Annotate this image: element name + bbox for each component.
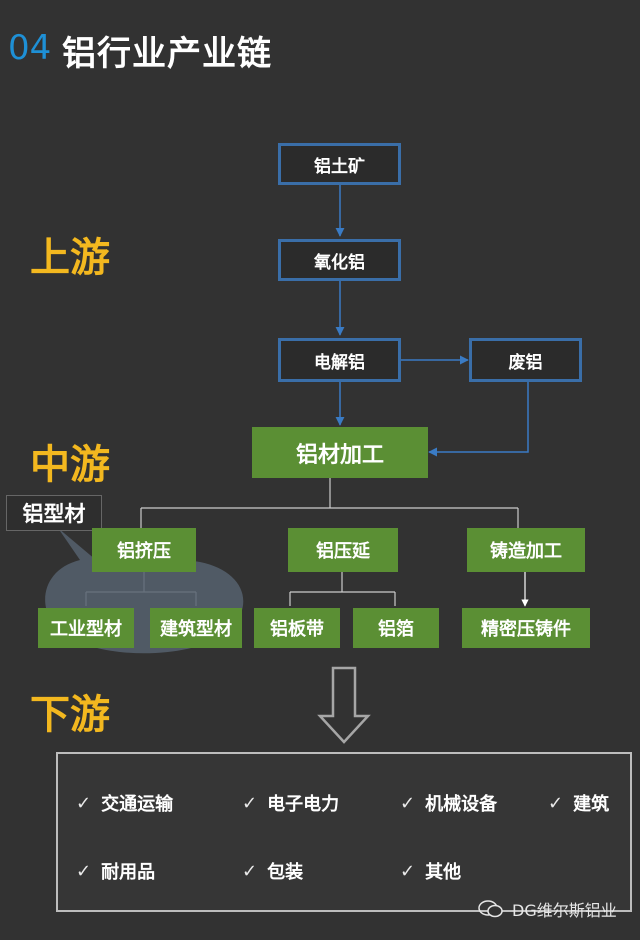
downstream-item: ✓ 建筑 <box>548 790 609 816</box>
node-industrial-profile: 工业型材 <box>38 608 134 648</box>
down-arrow-icon <box>317 666 371 744</box>
downstream-item-label: 交通运输 <box>101 794 174 815</box>
downstream-item-label: 电子电力 <box>267 794 340 815</box>
node-rolling: 铝压延 <box>288 528 398 572</box>
downstream-item: ✓ 电子电力 <box>242 790 339 816</box>
node-casting: 铸造加工 <box>467 528 585 572</box>
node-sheet-strip: 铝板带 <box>254 608 340 648</box>
node-electrolytic-aluminum: 电解铝 <box>278 338 401 382</box>
downstream-item: ✓ 其他 <box>400 858 461 884</box>
check-icon: ✓ <box>548 792 564 814</box>
node-precision-casting: 精密压铸件 <box>462 608 590 648</box>
arrow-scrap-processing <box>428 382 529 457</box>
node-extrusion: 铝挤压 <box>92 528 196 572</box>
node-aluminum-processing: 铝材加工 <box>252 427 428 478</box>
page-title: 铝行业产业链 <box>62 34 272 74</box>
watermark: DG维尔斯铝业 <box>478 897 617 921</box>
downstream-panel <box>56 752 632 912</box>
downstream-item-label: 耐用品 <box>101 862 156 883</box>
stage-downstream-label: 下游 <box>30 692 110 738</box>
node-foil: 铝箔 <box>353 608 439 648</box>
section-number: 04 <box>8 28 52 68</box>
downstream-item: ✓ 机械设备 <box>400 790 497 816</box>
node-alumina: 氧化铝 <box>278 239 401 281</box>
downstream-item-label: 其他 <box>425 862 462 883</box>
check-icon: ✓ <box>400 860 416 882</box>
downstream-item-label: 机械设备 <box>425 794 498 815</box>
node-bauxite: 铝土矿 <box>278 143 401 185</box>
node-scrap-aluminum: 废铝 <box>469 338 582 382</box>
watermark-text: DG维尔斯铝业 <box>512 901 617 920</box>
downstream-item: ✓ 交通运输 <box>76 790 173 816</box>
check-icon: ✓ <box>76 792 92 814</box>
downstream-item-label: 建筑 <box>573 794 610 815</box>
downstream-item: ✓ 包装 <box>242 858 303 884</box>
check-icon: ✓ <box>400 792 416 814</box>
check-icon: ✓ <box>76 860 92 882</box>
downstream-item-label: 包装 <box>267 862 304 883</box>
check-icon: ✓ <box>242 792 258 814</box>
stage-midstream-label: 中游 <box>30 442 110 488</box>
wechat-icon <box>478 900 503 918</box>
check-icon: ✓ <box>242 860 258 882</box>
node-building-profile: 建筑型材 <box>150 608 242 648</box>
stage-upstream-label: 上游 <box>30 235 110 281</box>
profile-callout-label: 铝型材 <box>6 495 102 531</box>
downstream-item: ✓ 耐用品 <box>76 858 155 884</box>
